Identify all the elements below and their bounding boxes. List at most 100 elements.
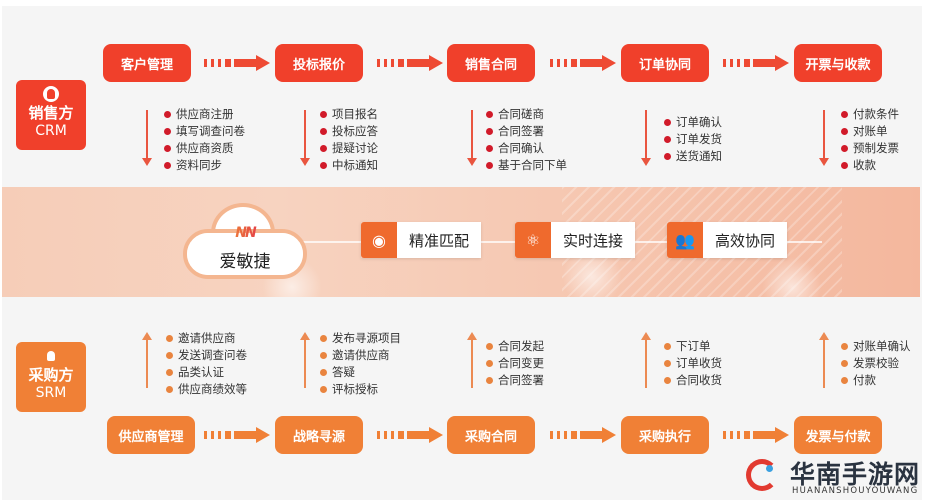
list-item: 合同磋商 [486,106,567,123]
buy-step-invoice-payment: 发票与付款 [794,416,882,454]
list-item: 填写调查问卷 [164,123,245,140]
buy-step-2-items: 发布寻源项目 邀请供应商 答疑 评标授标 [320,330,401,398]
list-item: 合同收货 [664,372,722,389]
sell-side-subtitle: CRM [35,123,67,139]
buy-step-5-items: 对账单确认 发票校验 付款 [841,338,911,389]
sell-step-3-items: 合同磋商 合同签署 合同确认 基于合同下单 [486,106,567,174]
sell-step-customer-management: 客户管理 [103,44,191,82]
feature-precise-match: ◉ 精准匹配 [361,222,482,258]
arrow-up-icon [300,332,310,388]
watermark-subtitle: HUANANSHOUYOUWANG [792,486,919,496]
sell-side-badge: 销售方 CRM [16,80,86,150]
user-group-icon [43,86,59,102]
list-item: 发布寻源项目 [320,330,401,347]
platform-name: 爱敏捷 [219,252,271,272]
collaborate-icon: 👥 [667,222,703,258]
feature-realtime-connect: ⚛ 实时连接 [515,222,636,258]
buy-step-3-items: 合同发起 合同变更 合同签署 [486,338,544,389]
list-item: 对账单确认 [841,338,911,355]
list-item: 资料同步 [164,157,245,174]
buy-side-subtitle: SRM [35,385,67,401]
list-item: 邀请供应商 [166,330,247,347]
decorative-glow [762,257,822,297]
list-item: 答疑 [320,364,401,381]
list-item: 付款 [841,372,911,389]
buy-side-badge: 采购方 SRM [16,342,86,412]
list-item: 订单发货 [664,131,722,148]
sell-step-2-items: 项目报名 投标应答 提疑讨论 中标通知 [320,106,378,174]
list-item: 下订单 [664,338,722,355]
watermark-logo-icon [746,459,778,491]
dashed-arrow-right-icon [204,55,274,71]
arrow-down-icon [819,110,829,166]
list-item: 合同签署 [486,123,567,140]
dashed-arrow-right-icon [550,427,620,443]
feature-label: 高效协同 [703,222,788,258]
arrow-down-icon [641,110,651,166]
dashed-arrow-right-icon [377,427,447,443]
list-item: 提疑讨论 [320,140,378,157]
sell-step-1-items: 供应商注册 填写调查问卷 供应商资质 资料同步 [164,106,245,174]
sell-step-invoice-collection: 开票与收款 [794,44,882,82]
sell-step-5-items: 付款条件 对账单 预制发票 收款 [841,106,899,174]
buy-step-purchase-execution: 采购执行 [621,416,709,454]
watermark: 华南手游网 HUANANSHOUYOUWANG [740,455,925,499]
watermark-dot [766,465,773,472]
feature-efficient-collab: 👥 高效协同 [667,222,788,258]
platform-cloud-logo: NN 爱敏捷 [183,203,307,279]
list-item: 订单收货 [664,355,722,372]
buy-step-purchase-contract: 采购合同 [447,416,535,454]
list-item: 邀请供应商 [320,347,401,364]
buy-step-supplier-management: 供应商管理 [107,416,195,454]
list-item: 中标通知 [320,157,378,174]
dashed-arrow-right-icon [723,55,793,71]
list-item: 订单确认 [664,114,722,131]
buy-step-1-items: 邀请供应商 发送调查问卷 品类认证 供应商绩效等 [166,330,247,398]
list-item: 供应商资质 [164,140,245,157]
list-item: 投标应答 [320,123,378,140]
dashed-arrow-right-icon [204,427,274,443]
list-item: 合同变更 [486,355,544,372]
sell-step-4-items: 订单确认 订单发货 送货通知 [664,114,722,165]
buy-side-title: 采购方 [28,366,74,384]
dashed-arrow-right-icon [377,55,447,71]
list-item: 收款 [841,157,899,174]
arrow-up-icon [819,332,829,388]
arrow-up-icon [467,332,477,388]
buy-step-4-items: 下订单 订单收货 合同收货 [664,338,722,389]
sell-step-sales-contract: 销售合同 [447,44,535,82]
user-icon [43,348,59,364]
list-item: 发送调查问卷 [166,347,247,364]
list-item: 合同发起 [486,338,544,355]
watermark-title: 华南手游网 [790,460,921,489]
sell-side-title: 销售方 [28,104,74,122]
arrow-down-icon [142,110,152,166]
list-item: 送货通知 [664,148,722,165]
list-item: 基于合同下单 [486,157,567,174]
brand-logo-icon: NN [227,225,263,241]
list-item: 供应商注册 [164,106,245,123]
feature-label: 实时连接 [551,222,636,258]
list-item: 付款条件 [841,106,899,123]
dashed-arrow-right-icon [723,427,793,443]
list-item: 供应商绩效等 [166,381,247,398]
list-item: 发票校验 [841,355,911,372]
list-item: 合同确认 [486,140,567,157]
arrow-up-icon [641,332,651,388]
list-item: 对账单 [841,123,899,140]
arrow-up-icon [142,332,152,388]
dashed-arrow-right-icon [550,55,620,71]
list-item: 预制发票 [841,140,899,157]
list-item: 品类认证 [166,364,247,381]
sell-step-order-collaboration: 订单协同 [621,44,709,82]
connect-icon: ⚛ [515,222,551,258]
feature-label: 精准匹配 [397,222,482,258]
list-item: 评标授标 [320,381,401,398]
arrow-down-icon [467,110,477,166]
arrow-down-icon [300,110,310,166]
sell-step-bidding-quote: 投标报价 [275,44,363,82]
match-icon: ◉ [361,222,397,258]
list-item: 合同签署 [486,372,544,389]
buy-step-strategic-sourcing: 战略寻源 [275,416,363,454]
list-item: 项目报名 [320,106,378,123]
